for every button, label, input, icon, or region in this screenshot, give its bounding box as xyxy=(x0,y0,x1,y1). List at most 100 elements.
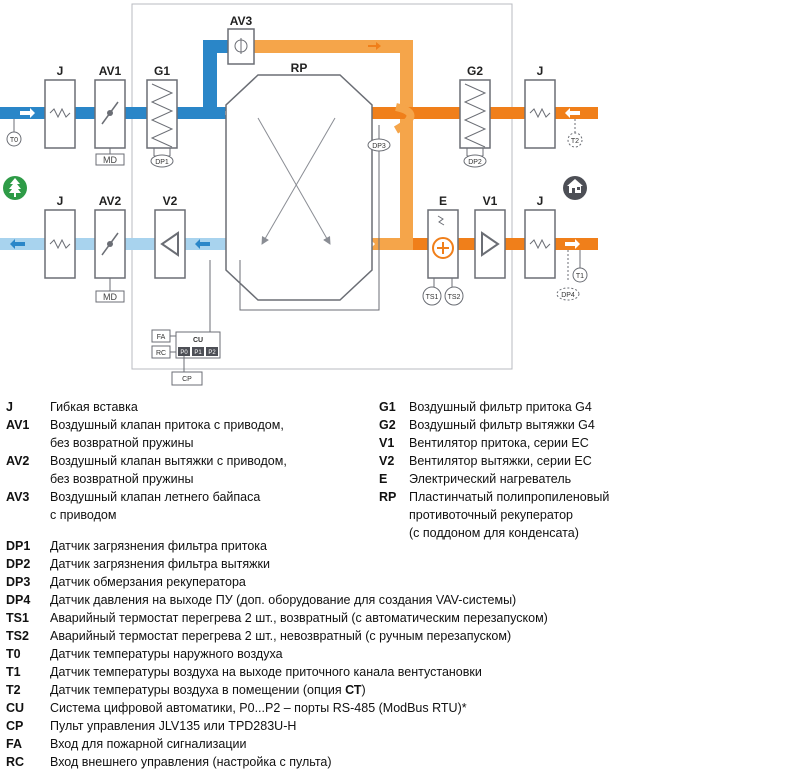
house-icon xyxy=(563,176,587,200)
label-dp1: DP1 xyxy=(155,159,169,166)
legend-description: Вентилятор вытяжки, серии ЕС xyxy=(409,454,592,468)
flex-insert-j-bottom-right xyxy=(524,209,556,279)
legend-description: Вентилятор притока, серии ЕС xyxy=(409,436,589,450)
label-av3: AV3 xyxy=(230,14,253,28)
legend-description: Датчик температуры наружного воздуха xyxy=(50,647,283,661)
control-unit-cu: FA RC CU P0 P1 P2 CP xyxy=(151,329,221,386)
legend-code: CP xyxy=(6,719,24,733)
label-dp4: DP4 xyxy=(561,292,575,299)
legend-description: Электрический нагреватель xyxy=(409,472,572,486)
legend-row: FA Вход для пожарной сигнализации xyxy=(6,735,548,753)
recuperator-rp xyxy=(225,74,373,301)
legend-description: Датчик давления на выходе ПУ (доп. обору… xyxy=(50,593,517,607)
sensor-dp4 xyxy=(556,287,580,301)
flex-insert-icon xyxy=(49,238,71,250)
legend-code: T2 xyxy=(6,683,21,697)
label-g1: G1 xyxy=(154,64,170,78)
legend-row: TS2 Аварийный термостат перегрева 2 шт., … xyxy=(6,627,548,645)
unit-casing xyxy=(131,3,513,370)
bypass-duct-top-orange xyxy=(243,40,413,53)
supply-fan-v1 xyxy=(474,209,506,279)
legend-row: AV3 Воздушный клапан летнего байпаса с пр… xyxy=(6,488,287,524)
label-md2: MD xyxy=(103,292,117,302)
sensor-ts2 xyxy=(444,286,464,306)
legend-code: G2 xyxy=(379,418,396,432)
label-av2: AV2 xyxy=(99,194,122,208)
legend-code: AV1 xyxy=(6,418,30,432)
legend-option-bold: СТ xyxy=(345,683,362,697)
sensor-t1 xyxy=(572,267,588,283)
legend-code: TS2 xyxy=(6,629,29,643)
legend-description: Воздушный фильтр вытяжки G4 xyxy=(409,418,595,432)
sensor-t2 xyxy=(567,132,583,148)
legend-row: G1 Воздушный фильтр притока G4 xyxy=(379,398,609,416)
label-p0: P0 xyxy=(180,350,188,356)
legend-code: G1 xyxy=(379,400,396,414)
legend-row: CP Пульт управления JLV135 или TPD283U-H xyxy=(6,717,548,735)
label-t0: T0 xyxy=(10,137,18,144)
legend-code: AV3 xyxy=(6,490,30,504)
legend-code: AV2 xyxy=(6,454,30,468)
legend-row: V2 Вентилятор вытяжки, серии ЕС xyxy=(379,452,609,470)
exhaust-damper-av2 xyxy=(94,209,126,303)
label-e: E xyxy=(439,194,447,208)
label-v2: V2 xyxy=(163,194,178,208)
flex-insert-j-top-right xyxy=(524,79,556,149)
legend-description: Аварийный термостат перегрева 2 шт., нев… xyxy=(50,629,512,643)
legend-row: AV2 Воздушный клапан вытяжки с приводом, … xyxy=(6,452,287,488)
legend-description: Воздушный фильтр притока G4 xyxy=(409,400,592,414)
exhaust-fan-v2 xyxy=(154,209,186,279)
legend-description: Пульт управления JLV135 или TPD283U-H xyxy=(50,719,297,733)
legend-row: AV1 Воздушный клапан притока с приводом, … xyxy=(6,416,287,452)
legend-description: Вход для пожарной сигнализации xyxy=(50,737,247,751)
legend-row: DP3 Датчик обмерзания рекуператора xyxy=(6,573,548,591)
legend-description: Воздушный клапан вытяжки с приводом, без… xyxy=(50,454,287,486)
legend-description: Пластинчатый полипропиленовый противоточ… xyxy=(409,490,610,540)
legend-suffix: ) xyxy=(361,683,366,697)
label-av1: AV1 xyxy=(99,64,122,78)
legend-description: Датчик загрязнения фильтра притока xyxy=(50,539,267,553)
label-dp2: DP2 xyxy=(468,159,482,166)
label-t1: T1 xyxy=(576,273,584,280)
legend-description: Воздушный клапан летнего байпаса с приво… xyxy=(50,490,261,522)
legend-code: DP4 xyxy=(6,593,31,607)
legend-code: DP1 xyxy=(6,539,31,553)
label-ts1: TS1 xyxy=(426,294,439,301)
legend-description: Воздушный клапан притока с приводом, без… xyxy=(50,418,284,450)
label-fa: FA xyxy=(157,334,166,341)
legend-code: RC xyxy=(6,755,25,769)
label-ts2: TS2 xyxy=(448,294,461,301)
flex-insert-j-bottom-left xyxy=(44,209,76,279)
legend-code: DP3 xyxy=(6,575,31,589)
label-p1: P1 xyxy=(194,350,202,356)
fan-triangle-icon xyxy=(160,231,179,257)
legend-description: Датчик обмерзания рекуператора xyxy=(50,575,246,589)
legend-code: V2 xyxy=(379,454,395,468)
extract-filter-g2 xyxy=(459,79,491,157)
label-j3: J xyxy=(57,194,64,208)
legend-code: J xyxy=(6,400,13,414)
sensor-t0 xyxy=(6,131,22,147)
label-md1: MD xyxy=(103,155,117,165)
label-j2: J xyxy=(537,64,544,78)
bypass-bridge-arc xyxy=(393,103,415,134)
label-dp3: DP3 xyxy=(372,143,386,150)
legend-row: DP4 Датчик давления на выходе ПУ (доп. об… xyxy=(6,591,548,609)
legend-code: CU xyxy=(6,701,25,715)
label-v1: V1 xyxy=(483,194,498,208)
label-cu: CU xyxy=(193,337,203,344)
label-t2: T2 xyxy=(571,138,579,145)
flex-insert-icon xyxy=(529,107,551,119)
legend-code: FA xyxy=(6,737,22,751)
bypass-duct-vertical-blue xyxy=(203,40,217,119)
